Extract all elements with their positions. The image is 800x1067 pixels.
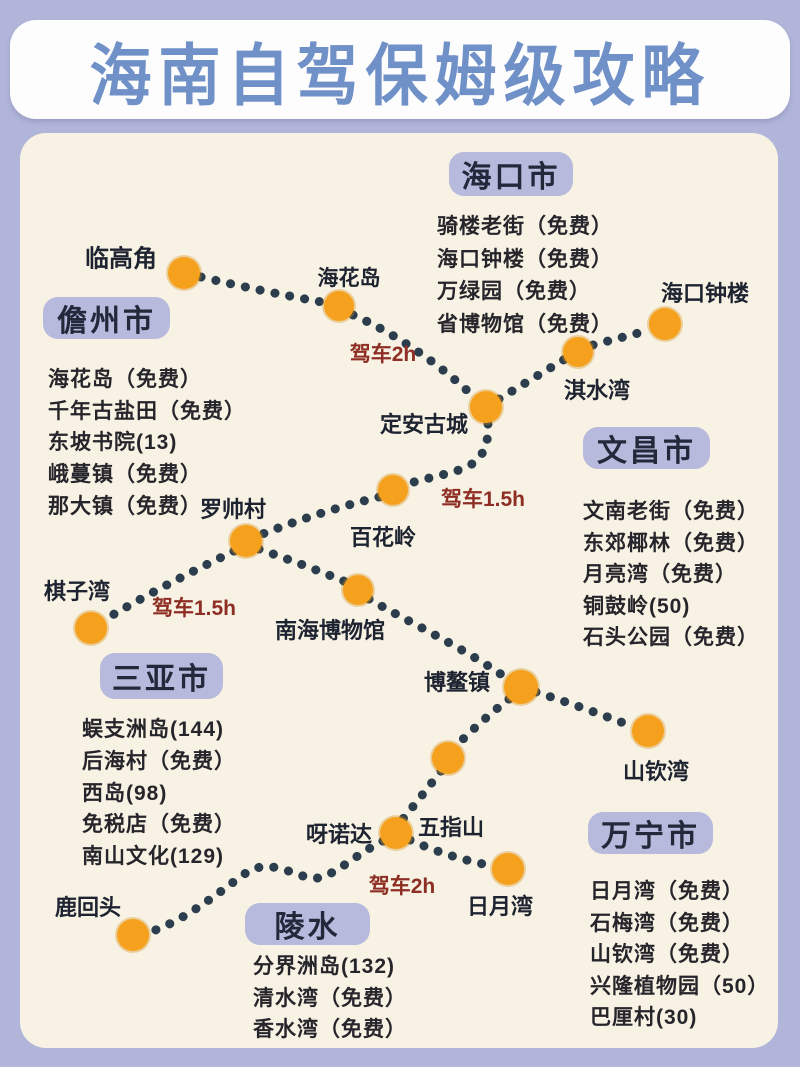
attraction-item: 免税店（免费） [82, 813, 236, 837]
attraction-item: 东郊椰林（免费） [583, 531, 759, 555]
attraction-item: 南山文化(129) [82, 845, 225, 869]
station-dot [117, 919, 149, 951]
attraction-item: 东坡书院(13) [48, 431, 178, 455]
station-dot [470, 391, 502, 423]
attraction-list: 分界洲岛(132) 清水湾（免费） 香水湾（免费） [253, 951, 407, 1046]
station-label: 鹿回头 [54, 895, 122, 920]
title-band: 海南自驾保姆级攻略 [10, 20, 790, 119]
station-dot [75, 612, 107, 644]
station-dot [343, 575, 373, 605]
attraction-list: 日月湾（免费） 石梅湾（免费） 山钦湾（免费） 兴隆植物园（50） 巴厘村(30) [590, 876, 769, 1034]
station-dot [504, 670, 538, 704]
attraction-item: 文南老街（免费） [583, 500, 759, 523]
station-label: 南海博物馆 [274, 618, 386, 643]
station-dot [632, 715, 664, 747]
attraction-item: 那大镇（免费） [48, 494, 202, 518]
station-dot [432, 742, 464, 774]
city-pill: 陵水 [245, 903, 370, 945]
city-pill: 海口市 [449, 152, 573, 196]
drive-time-label: 驾车1.5h [151, 597, 237, 620]
station-label: 海花岛 [317, 267, 381, 290]
station-label: 淇水湾 [563, 378, 631, 403]
attraction-item: 香水湾（免费） [253, 1018, 407, 1041]
attraction-item: 省博物馆（免费） [437, 312, 613, 336]
station-label: 临高角 [85, 245, 157, 273]
attraction-item: 石梅湾（免费） [590, 911, 744, 935]
station-dot [168, 257, 200, 289]
attraction-item: 后海村（免费） [82, 749, 236, 773]
station-label: 五指山 [417, 815, 485, 840]
city-pill: 万宁市 [588, 812, 713, 854]
attraction-list: 蜈支洲岛(144) 后海村（免费） 西岛(98) 免税店（免费） 南山文化(129) [82, 714, 236, 873]
attraction-item: 月亮湾（免费） [583, 563, 737, 586]
attraction-item: 万绿园（免费） [437, 280, 591, 303]
attraction-item: 骑楼老街（免费） [437, 215, 613, 238]
city-pill: 三亚市 [100, 653, 223, 699]
attraction-item: 蜈支洲岛(144) [82, 718, 225, 741]
station-dot [380, 817, 412, 849]
station-label: 博鳌镇 [423, 670, 491, 695]
attraction-item: 千年古盐田（免费） [48, 399, 246, 423]
station-label: 定安古城 [379, 412, 469, 437]
station-label: 海口钟楼 [660, 281, 750, 306]
station-dot [563, 337, 593, 367]
city-pill: 文昌市 [583, 427, 710, 469]
station-label: 山钦湾 [622, 759, 690, 784]
attraction-item: 铜鼓岭(50) [583, 594, 691, 618]
attraction-item: 清水湾（免费） [253, 986, 407, 1010]
station-label: 呀诺达 [305, 822, 373, 847]
station-label: 棋子湾 [43, 579, 111, 604]
station-label: 百花岭 [349, 525, 417, 550]
drive-time-label: 驾车2h [368, 875, 436, 898]
city-pill: 儋州市 [43, 297, 170, 339]
attraction-item: 海口钟楼（免费） [437, 247, 613, 271]
attraction-list: 骑楼老街（免费） 海口钟楼（免费） 万绿园（免费） 省博物馆（免费） [437, 211, 613, 341]
station-dot [378, 475, 408, 505]
attraction-item: 西岛(98) [82, 781, 168, 805]
attraction-item: 石头公园（免费） [583, 626, 759, 649]
attraction-item: 巴厘村(30) [590, 1006, 698, 1029]
station-dot [649, 308, 681, 340]
station-dot [492, 853, 524, 885]
station-label: 日月湾 [466, 894, 534, 919]
attraction-item: 分界洲岛(132) [253, 955, 396, 978]
attraction-item: 兴隆植物园（50） [590, 974, 770, 998]
attraction-list: 文南老街（免费） 东郊椰林（免费） 月亮湾（免费） 铜鼓岭(50) 石头公园（免费） [583, 496, 759, 654]
drive-time-label: 驾车1.5h [440, 488, 526, 511]
station-dot [324, 291, 354, 321]
station-label: 罗帅村 [199, 497, 267, 522]
attraction-item: 海花岛（免费） [48, 368, 202, 391]
page-title: 海南自驾保姆级攻略 [89, 39, 711, 114]
attraction-item: 峨蔓镇（免费） [48, 463, 202, 487]
station-dot [230, 525, 262, 557]
attraction-item: 日月湾（免费） [590, 880, 744, 903]
drive-time-label: 驾车2h [349, 343, 417, 366]
attraction-item: 山钦湾（免费） [590, 943, 744, 966]
attraction-list: 海花岛（免费） 千年古盐田（免费） 东坡书院(13) 峨蔓镇（免费） 那大镇（免费） [48, 364, 246, 523]
